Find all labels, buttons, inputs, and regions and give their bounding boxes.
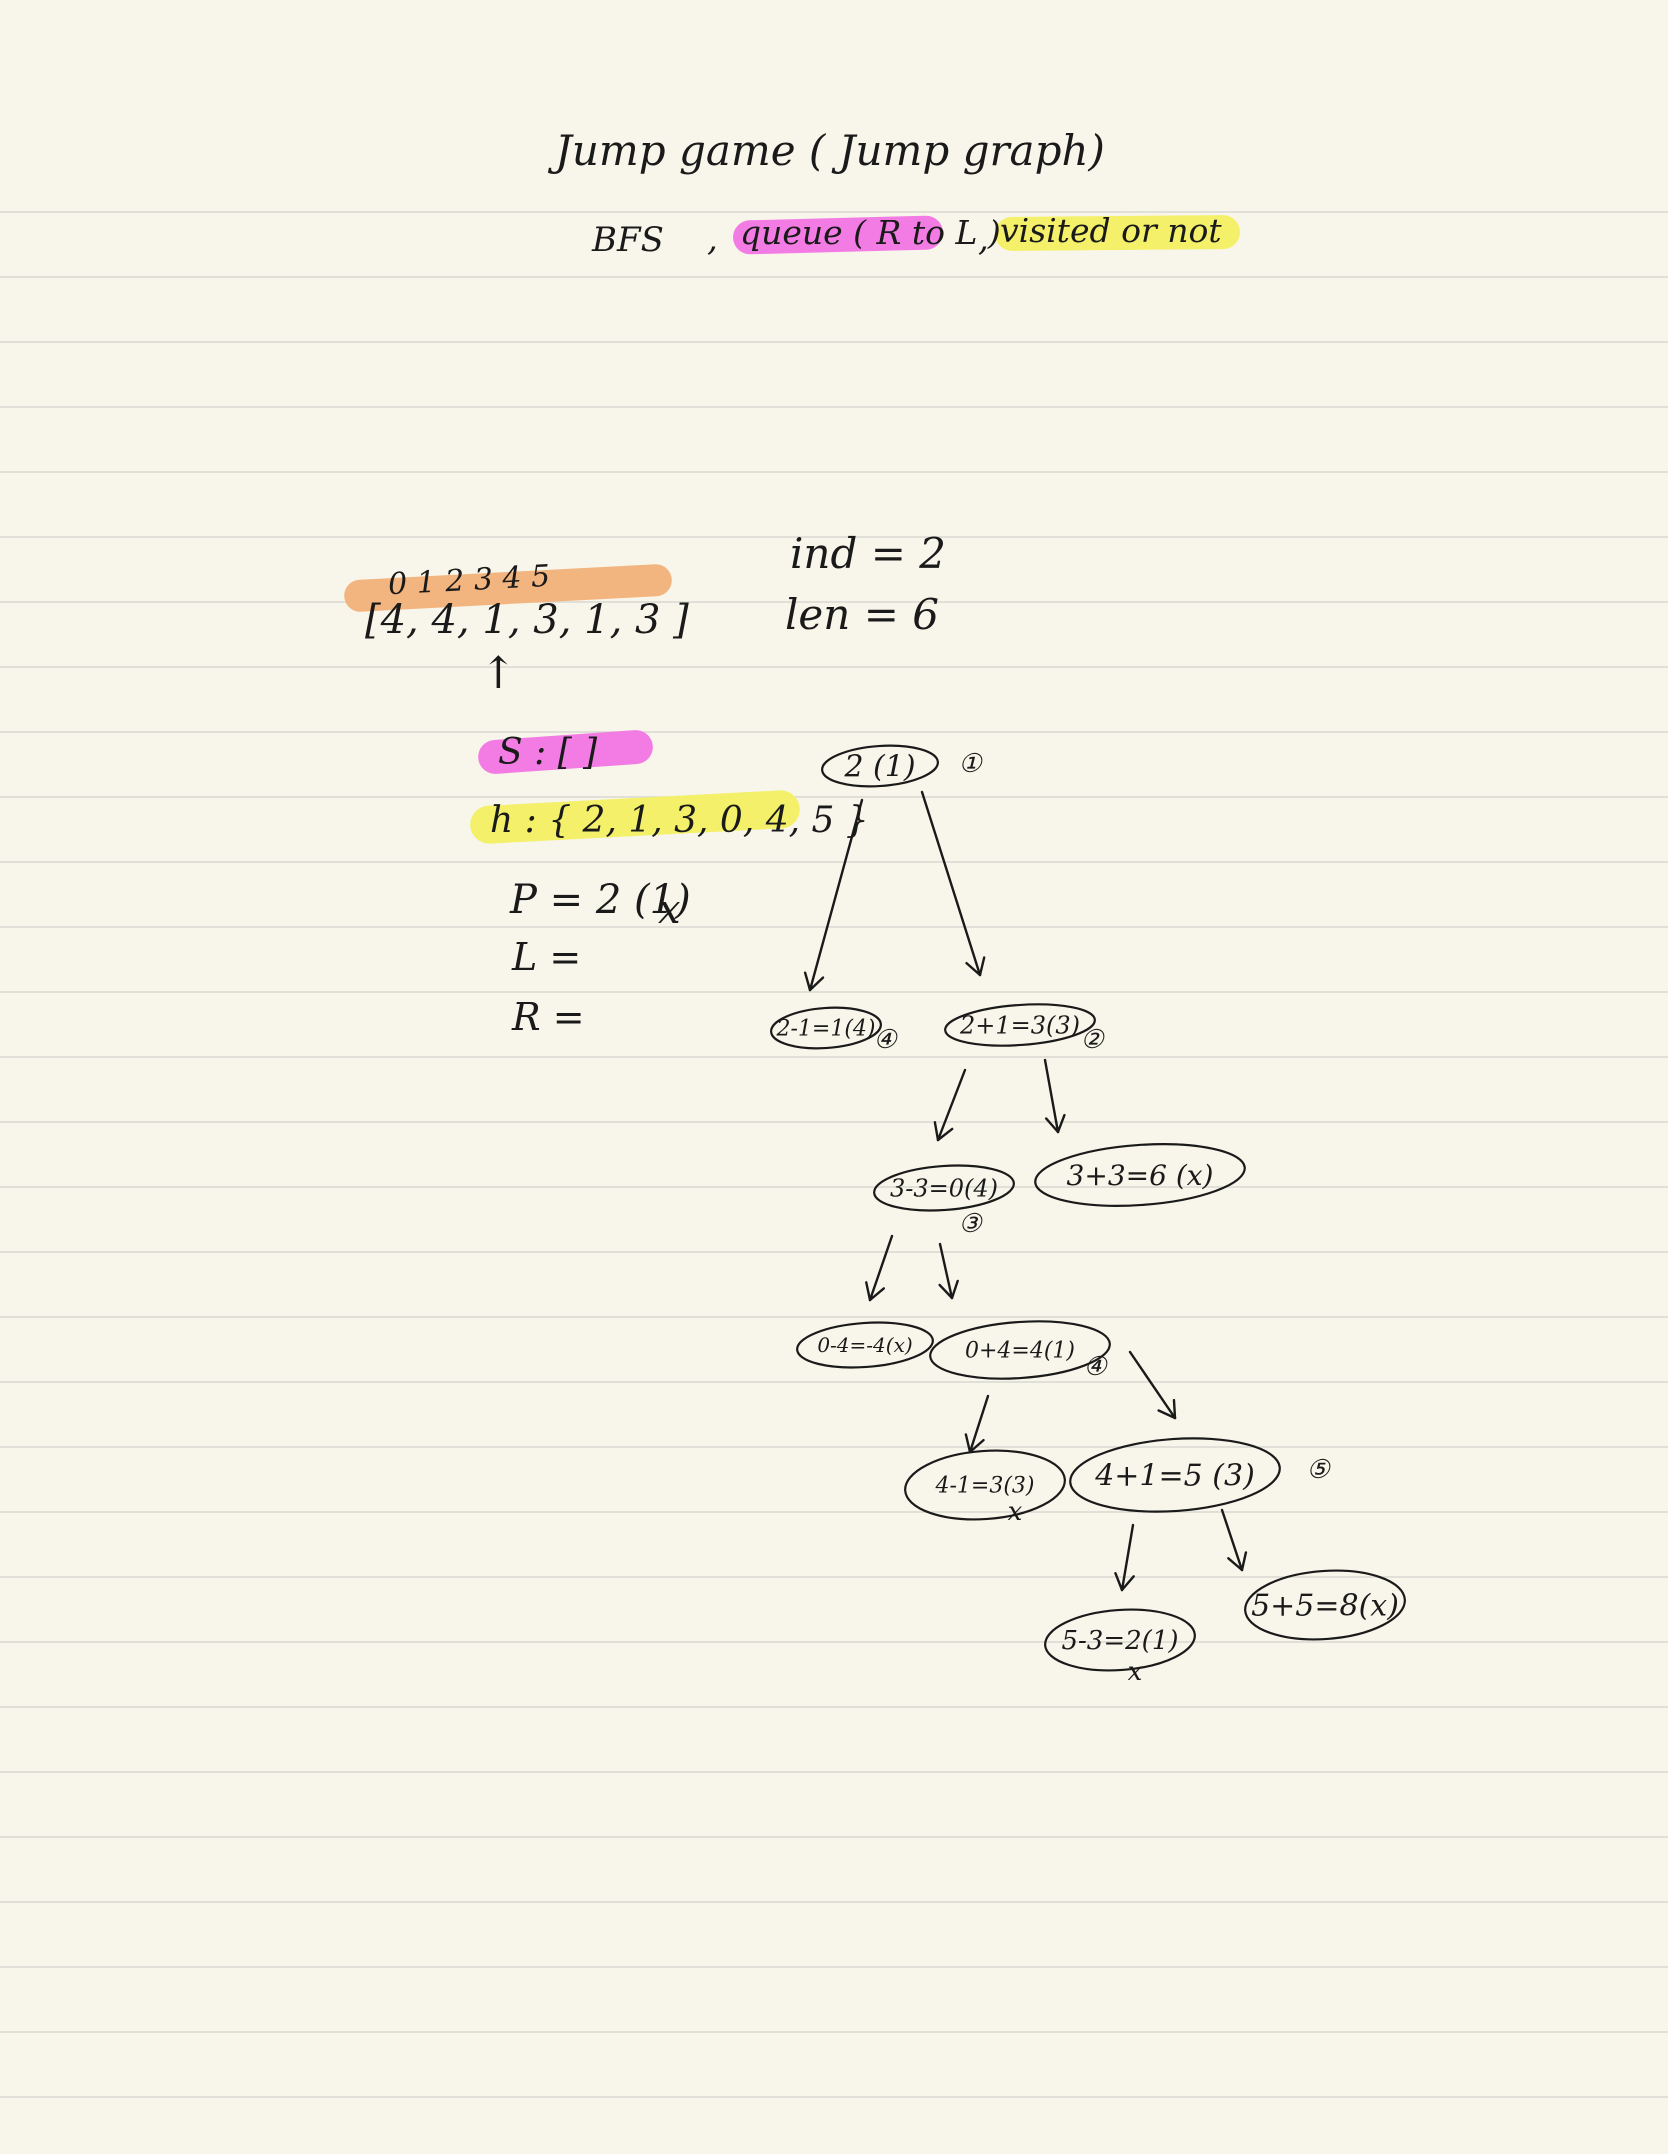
arrowhead bbox=[1114, 1572, 1124, 1592]
method-visited: visited or not bbox=[1000, 211, 1222, 250]
arrowhead bbox=[1056, 1113, 1066, 1134]
tree-node-outline bbox=[821, 744, 939, 788]
tree-edge bbox=[938, 1242, 954, 1300]
arrowhead bbox=[1172, 1398, 1177, 1420]
tree-node-outline bbox=[1034, 1143, 1246, 1207]
note-title: Jump game ( Jump graph) bbox=[555, 126, 1105, 175]
array-values: [4, 4, 1, 3, 1, 3 ] bbox=[365, 597, 689, 643]
tree-node-outline bbox=[796, 1321, 934, 1369]
tree-node-order-mark: ③ bbox=[958, 1209, 983, 1239]
tree-node-order-mark: ⑤ bbox=[1306, 1455, 1331, 1485]
tree-node-label: 4+1=5 (3) bbox=[1094, 1459, 1255, 1494]
stack-label: S : [ ] bbox=[498, 732, 598, 773]
method-comma: , bbox=[707, 219, 718, 259]
method-comma: , bbox=[978, 219, 989, 259]
tree-node-label: 4-1=3(3) bbox=[934, 1474, 1034, 1499]
tree-node-label: 2-1=1(4) bbox=[775, 1017, 875, 1042]
tree-edge bbox=[808, 798, 864, 992]
tree-edge bbox=[920, 790, 982, 977]
array-pointer: ↑ bbox=[480, 648, 517, 699]
tree-node-order-mark: ② bbox=[1080, 1025, 1105, 1055]
arrowhead bbox=[808, 976, 825, 992]
arrowhead bbox=[965, 961, 982, 977]
tree-node-label: 3+3=6 (x) bbox=[1067, 1159, 1214, 1192]
tree-edge bbox=[1128, 1350, 1177, 1420]
tree-node-label: 5+5=8(x) bbox=[1251, 1589, 1399, 1624]
arrowhead bbox=[933, 1121, 940, 1142]
tree-edge bbox=[868, 1234, 894, 1302]
arrowhead bbox=[978, 956, 986, 977]
tree-node-label: 2+1=3(3) bbox=[959, 1011, 1080, 1039]
tree-node-label: 2 (1) bbox=[843, 750, 915, 785]
arrowhead bbox=[936, 1127, 954, 1142]
tree-node-outline bbox=[873, 1164, 1015, 1212]
info-len: len = 6 bbox=[785, 590, 939, 639]
pointer-label: P = 2 (1) bbox=[510, 877, 691, 923]
arrowhead bbox=[964, 1433, 972, 1454]
arrowhead bbox=[1157, 1409, 1177, 1420]
arrowhead bbox=[865, 1281, 872, 1302]
tree-node-outline bbox=[1069, 1437, 1281, 1513]
tree-node-outline bbox=[944, 1003, 1096, 1047]
tree-node-order-mark: ① bbox=[958, 749, 983, 779]
tree-node-label: 5-3=2(1) bbox=[1061, 1626, 1178, 1656]
tree-edge bbox=[968, 1394, 990, 1454]
right-label: R = bbox=[512, 995, 585, 1039]
info-ind: ind = 2 bbox=[790, 529, 946, 578]
tree-node-outline bbox=[904, 1449, 1066, 1521]
tree-edge bbox=[1220, 1508, 1244, 1572]
hash-label: h : { 2, 1, 3, 0, 4, 5 } bbox=[490, 800, 869, 841]
arrowhead bbox=[950, 1279, 959, 1300]
tree-edge bbox=[936, 1068, 967, 1142]
arrowhead bbox=[1120, 1575, 1135, 1592]
tree-node-label: 3-3=0(4) bbox=[890, 1174, 998, 1202]
arrowhead bbox=[938, 1283, 954, 1300]
method-queue: queue ( R to L ) bbox=[740, 213, 1001, 252]
tree-node-label: 0+4=4(1) bbox=[965, 1339, 1075, 1364]
arrowhead bbox=[803, 971, 812, 992]
tree-node-order-mark: ④ bbox=[1083, 1352, 1108, 1382]
tree-node-order-mark: ④ bbox=[873, 1025, 898, 1055]
tree-node-order-mark: x bbox=[1008, 1497, 1023, 1527]
tree-node-outline bbox=[1044, 1608, 1196, 1672]
arrowhead bbox=[1240, 1551, 1248, 1572]
arrowhead bbox=[968, 1438, 985, 1454]
left-label: L = bbox=[512, 935, 582, 979]
tree-node-outline bbox=[770, 1006, 882, 1050]
pointer-cross: x bbox=[658, 887, 681, 933]
tree-node-outline bbox=[1244, 1569, 1406, 1641]
arrowhead bbox=[1227, 1557, 1244, 1572]
tree-node-outline bbox=[929, 1320, 1111, 1380]
arrowhead bbox=[868, 1287, 885, 1302]
method-bfs: BFS bbox=[592, 220, 664, 260]
tree-edge bbox=[1043, 1058, 1060, 1134]
arrowhead bbox=[1044, 1117, 1060, 1134]
tree-edge bbox=[1120, 1523, 1135, 1592]
tree-node-label: 0-4=-4(x) bbox=[817, 1333, 912, 1357]
tree-node-order-mark: x bbox=[1128, 1657, 1143, 1687]
